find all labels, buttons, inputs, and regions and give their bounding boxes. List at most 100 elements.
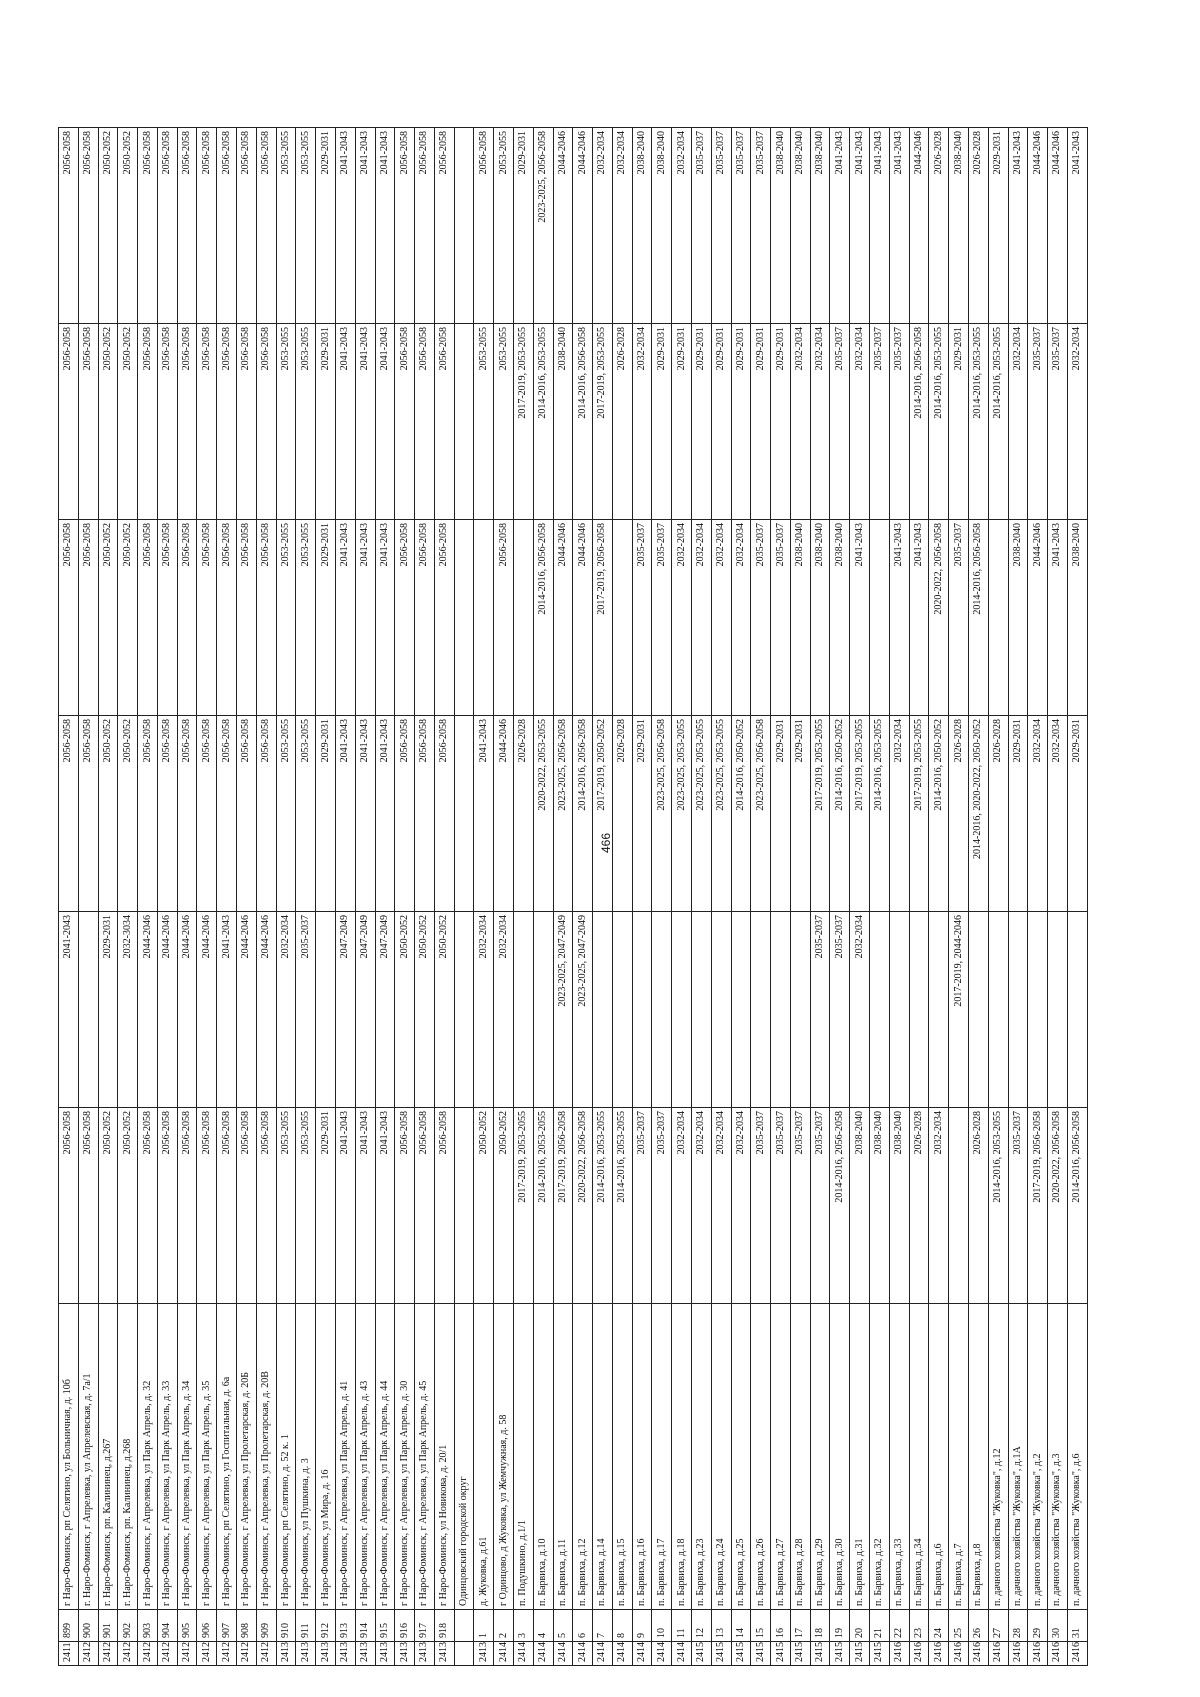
period-cell: 2038-2040 [948, 127, 969, 324]
period-cell: 2056-2058 [414, 127, 435, 324]
row-id-cell: 24154 [770, 1641, 791, 1666]
period-cell: 2023-2025, 2056-2058 [533, 127, 554, 324]
address-cell: г Наро-Фоминск, рп Селятино, ул Больничн… [58, 1303, 79, 1610]
period-cell: 2032-2034 [612, 127, 633, 324]
period-cell: 2056-2058 [493, 519, 514, 716]
row-id-cell: 24132 [315, 1641, 336, 1666]
period-cell [988, 519, 1008, 716]
period-cell: 2014-2016, 2050-2052 [829, 715, 850, 912]
period-cell: 2041-2043 [375, 323, 395, 520]
period-cell [592, 911, 613, 1108]
period-cell [750, 911, 771, 1108]
row-number-cell: 8 [612, 1609, 633, 1642]
period-cell: 2053-2055 [295, 323, 316, 520]
period-cell: 2029-2031 [948, 323, 969, 520]
row-number-cell: 28 [1008, 1609, 1028, 1642]
period-cell: 2035-2037 [731, 127, 751, 324]
period-cell: 2038-2040 [869, 1107, 890, 1304]
period-cell: 2056-2058 [394, 519, 415, 716]
address-cell: п. Барвиха, д.29 [810, 1303, 830, 1610]
period-cell: 2035-2037 [750, 1107, 771, 1304]
address-cell: п. дачного хозяйства "Жуковка", д.1А [1008, 1303, 1028, 1610]
period-cell: 2041-2043 [849, 519, 870, 716]
address-cell: г. Наро-Фоминск, г Апрелевка, ул Апрелев… [78, 1303, 99, 1610]
period-cell: 2032-2034 [1047, 715, 1068, 912]
period-cell: 2035-2037 [691, 127, 712, 324]
period-cell: 2056-2058 [236, 127, 257, 324]
row-number-cell: 21 [869, 1609, 890, 1642]
address-cell: г Наро-Фоминск, рп Селятино, ул Госпитал… [216, 1303, 237, 1610]
period-cell: 2014-2016, 2050-2052 [928, 715, 949, 912]
row-id-cell: 24137 [414, 1641, 435, 1666]
period-cell: 2026-2028 [612, 323, 633, 520]
period-cell: 2050-2052 [117, 715, 138, 912]
address-cell: г. Наро-Фоминск, рп. Калининец, д.267 [98, 1303, 118, 1610]
period-cell [454, 1107, 474, 1304]
period-cell: 2029-2031 [1008, 715, 1028, 912]
period-cell: 2038-2040 [810, 127, 830, 324]
period-cell: 2041-2043 [335, 127, 356, 324]
row-id-cell: 24150 [691, 1641, 712, 1666]
period-cell: 2020-2022, 2056-2058 [928, 519, 949, 716]
period-cell: 2041-2043 [375, 715, 395, 912]
period-cell: 2056-2058 [414, 1107, 435, 1304]
period-cell: 2029-2031 [315, 323, 336, 520]
period-cell: 2017-2019, 2044-2046 [948, 911, 969, 1108]
row-number-cell: 918 [434, 1609, 455, 1642]
period-cell: 2029-2031 [98, 911, 118, 1108]
period-cell: 2017-2019, 2053-2055 [592, 323, 613, 520]
row-number-cell: 909 [256, 1609, 277, 1642]
period-cell: 2014-2016, 2053-2055 [869, 715, 890, 912]
period-cell: 2032-2034 [276, 911, 296, 1108]
row-id-cell: 24155 [790, 1641, 811, 1666]
period-cell: 2032-2034 [889, 715, 910, 912]
period-cell: 2047-2049 [355, 911, 375, 1108]
period-cell: 2014-2016, 2056-2058 [829, 1107, 850, 1304]
address-cell: п. Барвиха, д.8 [968, 1303, 989, 1610]
row-number-cell: 917 [414, 1609, 435, 1642]
period-cell: 2035-2037 [651, 1107, 672, 1304]
period-cell: 2035-2037 [750, 127, 771, 324]
period-cell: 2038-2040 [790, 127, 811, 324]
period-cell: 2056-2058 [157, 519, 178, 716]
period-cell: 2017-2019, 2053-2055 [849, 715, 870, 912]
row-id-cell: 24133 [335, 1641, 356, 1666]
address-cell: п. Барвиха, д.30 [829, 1303, 850, 1610]
row-number-cell: 24 [928, 1609, 949, 1642]
period-cell: 2047-2049 [375, 911, 395, 1108]
row-id-cell: 24157 [829, 1641, 850, 1666]
period-cell: 2014-2016, 2050-2052 [731, 715, 751, 912]
period-cell [691, 911, 712, 1108]
period-cell: 2056-2058 [78, 715, 99, 912]
address-cell: г Наро-Фоминск, г Апрелевка, ул Парк Апр… [335, 1303, 356, 1610]
address-cell: п. Барвиха, д.31 [849, 1303, 870, 1610]
period-cell: 2029-2031 [711, 323, 732, 520]
period-cell: 2026-2028 [928, 127, 949, 324]
address-cell: п. дачного хозяйства "Жуковка", д.6 [1067, 1303, 1088, 1610]
period-cell: 2056-2058 [236, 715, 257, 912]
row-id-cell: 24138 [434, 1641, 455, 1666]
period-cell: 2056-2058 [196, 519, 217, 716]
period-cell [909, 911, 929, 1108]
address-cell: г Наро-Фоминск, г Апрелевка, ул Парк Апр… [196, 1303, 217, 1610]
row-id-cell: 24156 [810, 1641, 830, 1666]
period-cell: 2032-2034 [473, 911, 494, 1108]
row-id-cell: 24149 [671, 1641, 692, 1666]
period-cell: 2017-2019, 2053-2055 [513, 1107, 534, 1304]
row-id-cell: 24136 [394, 1641, 415, 1666]
period-cell: 2056-2058 [177, 1107, 197, 1304]
period-cell: 2038-2040 [829, 519, 850, 716]
period-cell: 2032-2034 [731, 519, 751, 716]
period-cell: 2056-2058 [137, 323, 158, 520]
period-cell: 2041-2043 [355, 1107, 375, 1304]
period-cell: 2056-2058 [434, 127, 455, 324]
address-cell: п. Подушкино, д.1/1 [513, 1303, 534, 1610]
row-id-cell: 24165 [988, 1641, 1008, 1666]
period-cell: 2056-2058 [216, 519, 237, 716]
